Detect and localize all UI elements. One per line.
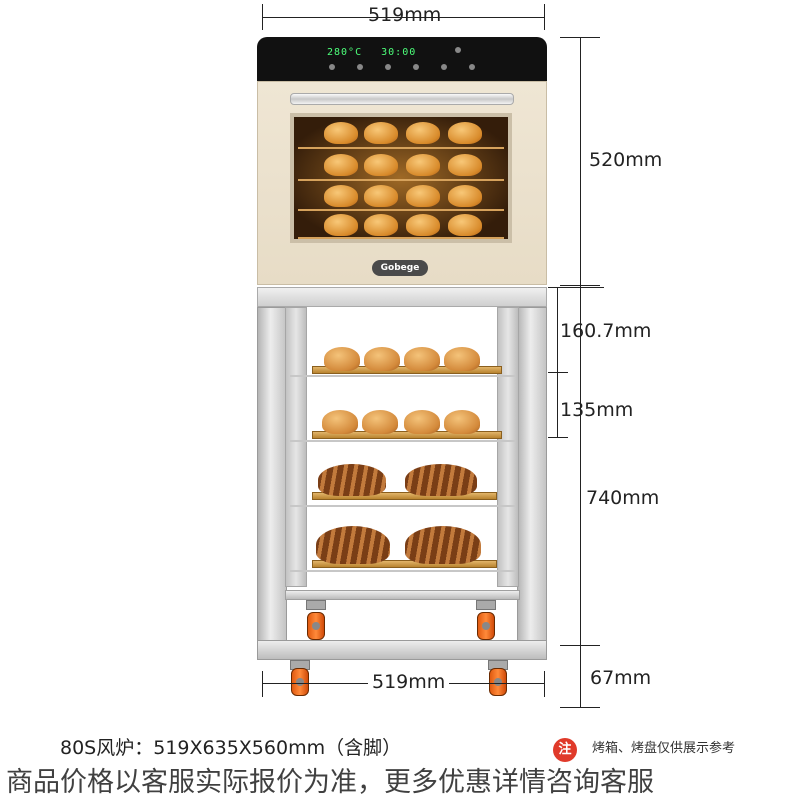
wheel-hub bbox=[494, 678, 502, 686]
top-width-tick-right bbox=[544, 4, 545, 30]
control-button-5 bbox=[441, 64, 447, 70]
control-button-4 bbox=[413, 64, 419, 70]
top-width-label: 519mm bbox=[368, 4, 442, 26]
bread-roll bbox=[404, 410, 440, 434]
oven-control-panel: 280°C 30:00 bbox=[257, 37, 547, 81]
control-button-1 bbox=[329, 64, 335, 70]
outer-caster-wheel bbox=[489, 668, 507, 696]
bread-loaf bbox=[318, 464, 386, 496]
spec-text: 80S风炉：519X635X560mm（含脚） bbox=[60, 737, 402, 759]
stand-inner-post-left bbox=[285, 307, 307, 587]
oven-display: 280°C 30:00 bbox=[327, 47, 416, 58]
shelf2-tick bbox=[548, 437, 568, 438]
inner-caster-wheel bbox=[477, 612, 495, 640]
bun bbox=[364, 185, 398, 207]
bun bbox=[324, 185, 358, 207]
bun bbox=[324, 214, 358, 236]
right-dimension-line-oven bbox=[580, 37, 581, 285]
brand-logo: Gobege bbox=[372, 260, 428, 276]
inner-dimension-line bbox=[557, 287, 558, 437]
oven-display-time: 30:00 bbox=[381, 47, 417, 58]
bun bbox=[448, 185, 482, 207]
bun bbox=[324, 122, 358, 144]
bun bbox=[448, 214, 482, 236]
stand-top-gap-label: 160.7mm bbox=[560, 320, 652, 342]
oven-rack bbox=[298, 147, 504, 149]
rack-rail bbox=[290, 570, 516, 572]
wheel-hub bbox=[312, 622, 320, 630]
rack-rail bbox=[290, 375, 516, 377]
wheel-hub bbox=[482, 622, 490, 630]
stand-inner-post-right bbox=[497, 307, 519, 587]
rack-rail bbox=[290, 440, 516, 442]
bottom-width-tick-left bbox=[262, 671, 263, 697]
note-text: 烤箱、烤盘仅供展示参考 bbox=[592, 741, 736, 756]
control-button-3 bbox=[385, 64, 391, 70]
top-width-tick-left bbox=[262, 4, 263, 30]
bun bbox=[406, 185, 440, 207]
stand-top-tick bbox=[548, 287, 604, 288]
leg-bottom-tick bbox=[560, 707, 600, 708]
inner-caster-mount bbox=[306, 600, 326, 610]
stand-lower-rail bbox=[285, 590, 520, 600]
shelf1-tick bbox=[548, 372, 568, 373]
oven-height-label: 520mm bbox=[589, 149, 663, 171]
bread-roll bbox=[324, 347, 360, 371]
inner-caster-mount bbox=[476, 600, 496, 610]
rack-rail bbox=[290, 505, 516, 507]
bread-roll bbox=[404, 347, 440, 371]
wheel-hub bbox=[296, 678, 304, 686]
control-button-2 bbox=[357, 64, 363, 70]
right-dimension-line-stand bbox=[580, 285, 581, 645]
bread-roll bbox=[444, 410, 480, 434]
stand-top-frame bbox=[257, 287, 547, 307]
bun bbox=[448, 122, 482, 144]
bread-loaf bbox=[316, 526, 390, 564]
bread-loaf bbox=[405, 526, 481, 564]
stand-post-left bbox=[257, 307, 287, 657]
note-badge: 注 bbox=[553, 738, 577, 762]
bun bbox=[364, 154, 398, 176]
bottom-width-tick-right bbox=[544, 671, 545, 697]
baking-tray bbox=[312, 560, 497, 568]
bun bbox=[364, 214, 398, 236]
inner-caster-wheel bbox=[307, 612, 325, 640]
stand-post-right bbox=[517, 307, 547, 657]
outer-caster-wheel bbox=[291, 668, 309, 696]
control-button-6 bbox=[455, 47, 461, 53]
leg-dimension-line bbox=[580, 645, 581, 707]
leg-height-label: 67mm bbox=[590, 667, 652, 689]
control-button-7 bbox=[469, 64, 475, 70]
shelf-gap-label: 135mm bbox=[560, 399, 634, 421]
price-notice-overlay: 商品价格以客服实际报价为准，更多优惠详情咨询客服 bbox=[6, 767, 654, 798]
bun bbox=[324, 154, 358, 176]
bun bbox=[406, 154, 440, 176]
oven-top-tick bbox=[560, 37, 600, 38]
bread-roll bbox=[322, 410, 358, 434]
stand-height-label: 740mm bbox=[586, 487, 660, 509]
bun bbox=[364, 122, 398, 144]
oven-rack bbox=[298, 237, 504, 239]
top-width-dimension-line bbox=[262, 17, 544, 18]
bun bbox=[448, 154, 482, 176]
bun bbox=[406, 122, 440, 144]
oven-rack bbox=[298, 179, 504, 181]
bread-roll bbox=[444, 347, 480, 371]
oven-rack bbox=[298, 209, 504, 211]
oven-door-handle bbox=[290, 93, 514, 105]
bread-roll bbox=[364, 347, 400, 371]
oven-display-temperature: 280°C bbox=[327, 47, 363, 58]
bun bbox=[406, 214, 440, 236]
stand-bottom-frame bbox=[257, 640, 547, 660]
bread-loaf bbox=[405, 464, 477, 496]
oven-window bbox=[290, 113, 512, 243]
bottom-width-label: 519mm bbox=[368, 671, 450, 693]
baking-tray bbox=[312, 492, 497, 500]
bread-roll bbox=[362, 410, 398, 434]
